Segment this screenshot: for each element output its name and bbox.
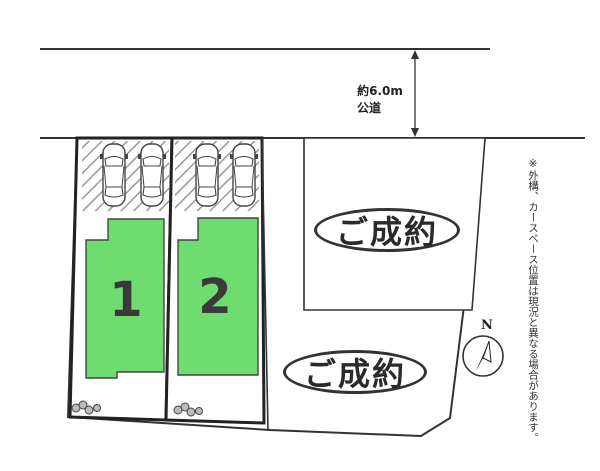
lot-2-number: 2 [198, 269, 232, 325]
lot-1-number: 1 [109, 272, 143, 328]
road-width-label: 約6.0m [357, 84, 403, 98]
sold-stamp: ご成約 [314, 208, 460, 252]
shrub-icon [71, 400, 101, 415]
shrub-icon [173, 402, 203, 417]
dimension-arrow-bottom [411, 128, 419, 137]
compass-north-label: N [481, 318, 493, 333]
car-icon [229, 143, 259, 207]
lot-1-building [85, 218, 165, 379]
car-icon [137, 143, 167, 207]
sold-stamp: ご成約 [283, 350, 427, 394]
lot-4-divider [261, 137, 269, 431]
lot-2-building [177, 217, 259, 376]
road-name-label: 公道 [356, 101, 381, 115]
car-icon [192, 143, 222, 207]
disclaimer-note: ※外構、カースペース位置は現況と異なる場合があります。 [527, 158, 539, 443]
dimension-arrow-top [411, 50, 419, 59]
car-icon [99, 143, 129, 207]
compass-icon [462, 335, 504, 377]
